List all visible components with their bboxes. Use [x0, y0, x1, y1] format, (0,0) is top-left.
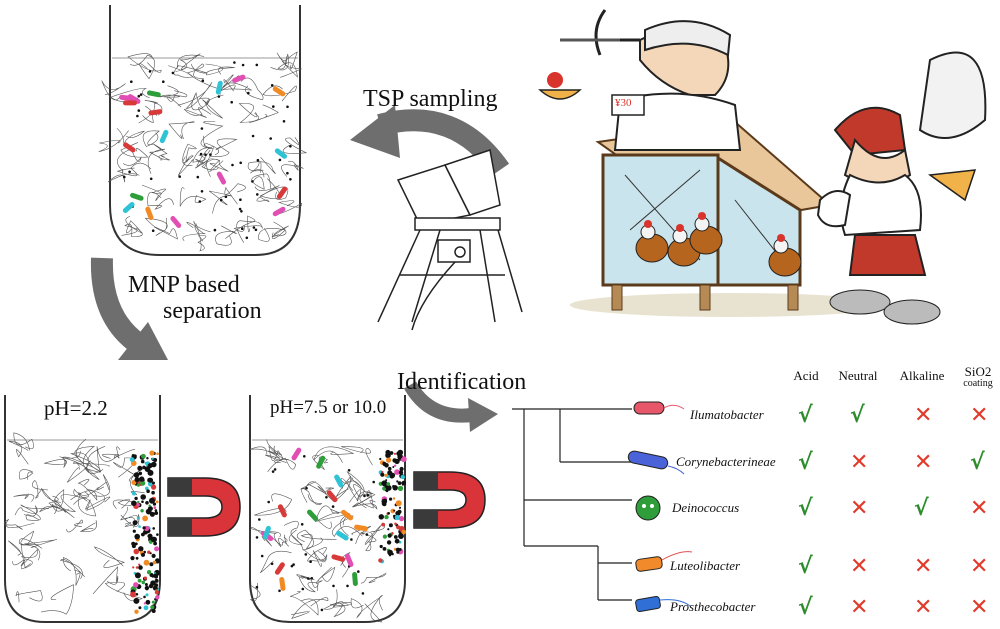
check-mark: √ — [970, 450, 985, 475]
cross-mark: ✕ — [914, 450, 933, 475]
ilumatobacter-icon — [633, 401, 685, 415]
cross-mark: ✕ — [850, 450, 869, 475]
cross-mark: ✕ — [914, 403, 933, 428]
cross-mark: ✕ — [850, 554, 869, 579]
cross-mark: ✕ — [914, 595, 933, 620]
price-tag-text: ¥30 — [615, 97, 632, 109]
tsp-sampler-device — [377, 149, 523, 331]
corynebacterineae-icon — [627, 450, 685, 475]
check-mark: √ — [798, 403, 813, 428]
fibre-suspension-acid — [3, 432, 146, 615]
cartoon-scene — [538, 9, 987, 325]
cross-mark: ✕ — [850, 595, 869, 620]
captured-bacteria-cluster-2 — [378, 449, 407, 564]
column-header-1: Neutral — [838, 368, 878, 383]
phylogenetic-tree — [512, 408, 632, 601]
taxon-label: Luteolibacter — [670, 558, 741, 573]
label-tsp-sampling: TSP sampling — [363, 86, 498, 112]
deinococcus-icon — [635, 495, 661, 521]
taxon-label: Deinococcus — [672, 500, 740, 515]
column-header-0: Acid — [793, 368, 819, 383]
label-ph-acid: pH=2.2 — [44, 396, 108, 420]
bacteria-icons — [627, 401, 693, 613]
prosthecobacter-icon — [635, 595, 691, 613]
beaker-acid — [3, 395, 161, 623]
taxon-label: Prosthecobacter — [670, 599, 756, 614]
taxon-label: Corynebacterineae — [676, 454, 776, 469]
check-mark: √ — [798, 595, 813, 620]
cross-mark: ✕ — [850, 496, 869, 521]
captured-bacteria-cluster — [129, 450, 161, 614]
label-mnp-line1: MNP based — [128, 272, 240, 298]
check-mark: √ — [850, 403, 865, 428]
column-header-2: Alkaline — [899, 368, 945, 383]
vendor-figure — [538, 9, 742, 152]
inspector-figure — [816, 51, 987, 325]
cross-mark: ✕ — [970, 403, 989, 428]
check-mark: √ — [914, 496, 929, 521]
cross-mark: ✕ — [970, 595, 989, 620]
label-identification: Identification — [397, 369, 527, 395]
fibre-suspension — [98, 51, 308, 252]
cross-mark: ✕ — [970, 554, 989, 579]
check-mark: √ — [798, 554, 813, 579]
taxon-label: Ilumatobacter — [690, 407, 764, 422]
top-beaker — [98, 5, 308, 256]
check-mark: √ — [798, 450, 813, 475]
magnet-2 — [413, 471, 486, 529]
beaker-neutral-alkaline — [249, 395, 407, 623]
magnet-1 — [167, 477, 241, 537]
cross-mark: ✕ — [970, 496, 989, 521]
label-mnp-line2: separation — [163, 298, 262, 324]
luteolibacter-icon — [635, 551, 693, 572]
fibre-suspension-other — [249, 439, 387, 623]
check-mark: √ — [798, 496, 813, 521]
cross-mark: ✕ — [914, 554, 933, 579]
label-ph-other: pH=7.5 or 10.0 — [270, 397, 387, 418]
arrow-mnp-separation — [90, 257, 168, 360]
arrow-identification — [403, 381, 498, 432]
